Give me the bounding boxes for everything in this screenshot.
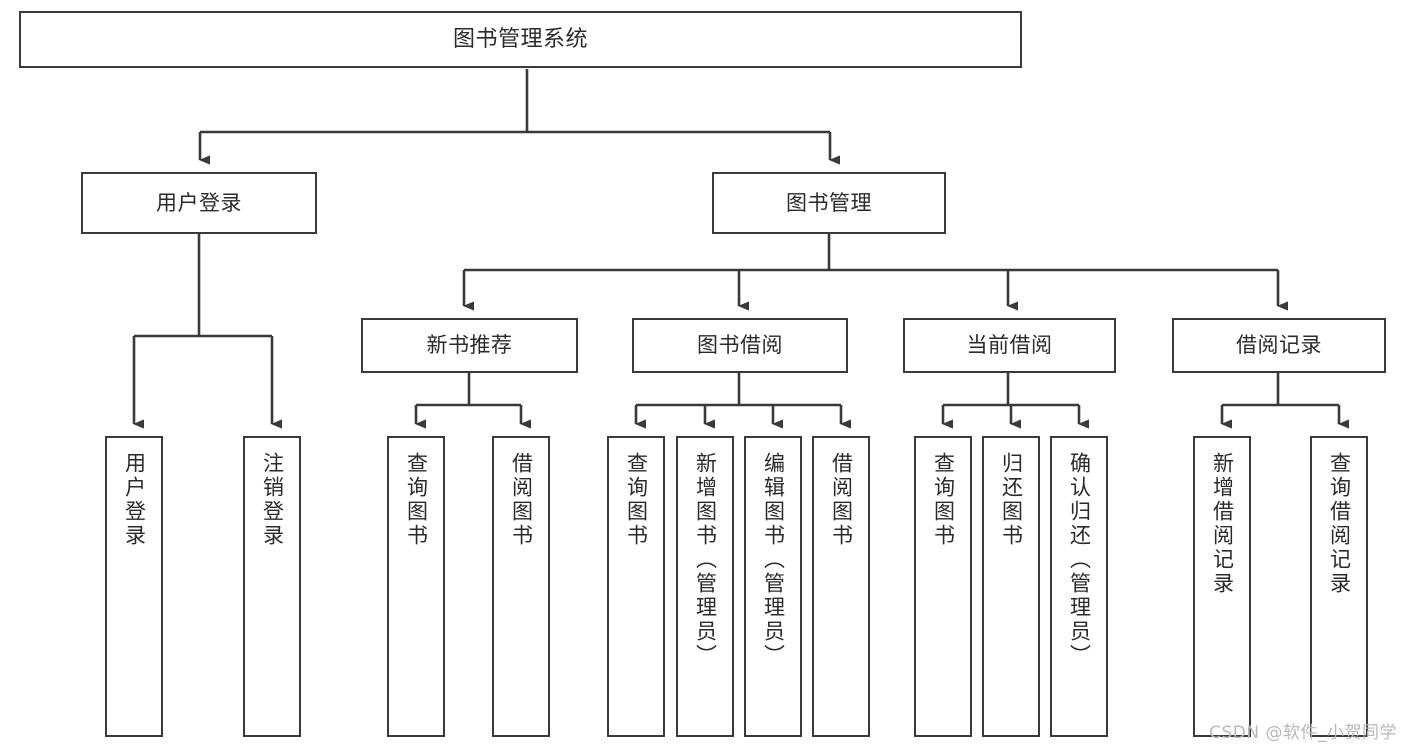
node-label: 图书管理系统 — [452, 26, 588, 52]
node-label: 查询图书 — [931, 452, 956, 548]
node-label: 确认归还（管理员） — [1067, 452, 1092, 668]
node-label: 当前借阅 — [966, 333, 1053, 358]
node-leaf-borrow-book-1[interactable]: 借阅图书 — [492, 436, 550, 737]
node-leaf-query-book-3[interactable]: 查询图书 — [914, 436, 972, 737]
node-leaf-query-book-1[interactable]: 查询图书 — [387, 436, 445, 737]
node-leaf-borrow-book-2[interactable]: 借阅图书 — [812, 436, 870, 737]
node-leaf-logout-login[interactable]: 注销登录 — [243, 436, 301, 737]
watermark: CSDN @软件_小贺同学 — [1209, 723, 1397, 743]
node-label: 新增借阅记录 — [1210, 452, 1235, 596]
node-leaf-return-book[interactable]: 归还图书 — [982, 436, 1040, 737]
node-leaf-confirm-return[interactable]: 确认归还（管理员） — [1050, 436, 1108, 737]
node-book-management-system[interactable]: 图书管理系统 — [19, 11, 1022, 68]
node-label: 注销登录 — [260, 452, 285, 548]
node-label: 编辑图书（管理员） — [761, 452, 786, 668]
node-leaf-query-book-2[interactable]: 查询图书 — [607, 436, 665, 737]
node-label: 查询图书 — [624, 452, 649, 548]
node-label: 借阅图书 — [509, 452, 534, 548]
node-leaf-edit-book[interactable]: 编辑图书（管理员） — [744, 436, 802, 737]
node-label: 借阅图书 — [829, 452, 854, 548]
node-leaf-query-record[interactable]: 查询借阅记录 — [1310, 436, 1368, 737]
node-borrow-record[interactable]: 借阅记录 — [1172, 318, 1386, 373]
node-label: 借阅记录 — [1236, 333, 1322, 358]
node-book-borrow[interactable]: 图书借阅 — [632, 318, 848, 373]
node-label: 新书推荐 — [426, 333, 513, 358]
node-label: 查询图书 — [404, 452, 429, 548]
node-user-login[interactable]: 用户登录 — [81, 172, 317, 234]
node-leaf-user-login[interactable]: 用户登录 — [105, 436, 163, 737]
node-current-borrow[interactable]: 当前借阅 — [903, 318, 1116, 373]
node-label: 查询借阅记录 — [1327, 452, 1352, 596]
node-label: 图书管理 — [786, 190, 872, 215]
node-label: 图书借阅 — [697, 333, 783, 358]
node-label: 用户登录 — [122, 452, 147, 548]
node-book-management[interactable]: 图书管理 — [712, 172, 946, 234]
node-label: 用户登录 — [156, 190, 242, 215]
node-leaf-add-record[interactable]: 新增借阅记录 — [1193, 436, 1251, 737]
node-label: 新增图书（管理员） — [693, 452, 718, 668]
node-label: 归还图书 — [999, 452, 1024, 548]
node-leaf-add-book[interactable]: 新增图书（管理员） — [676, 436, 734, 737]
node-new-book-recommend[interactable]: 新书推荐 — [361, 318, 578, 373]
